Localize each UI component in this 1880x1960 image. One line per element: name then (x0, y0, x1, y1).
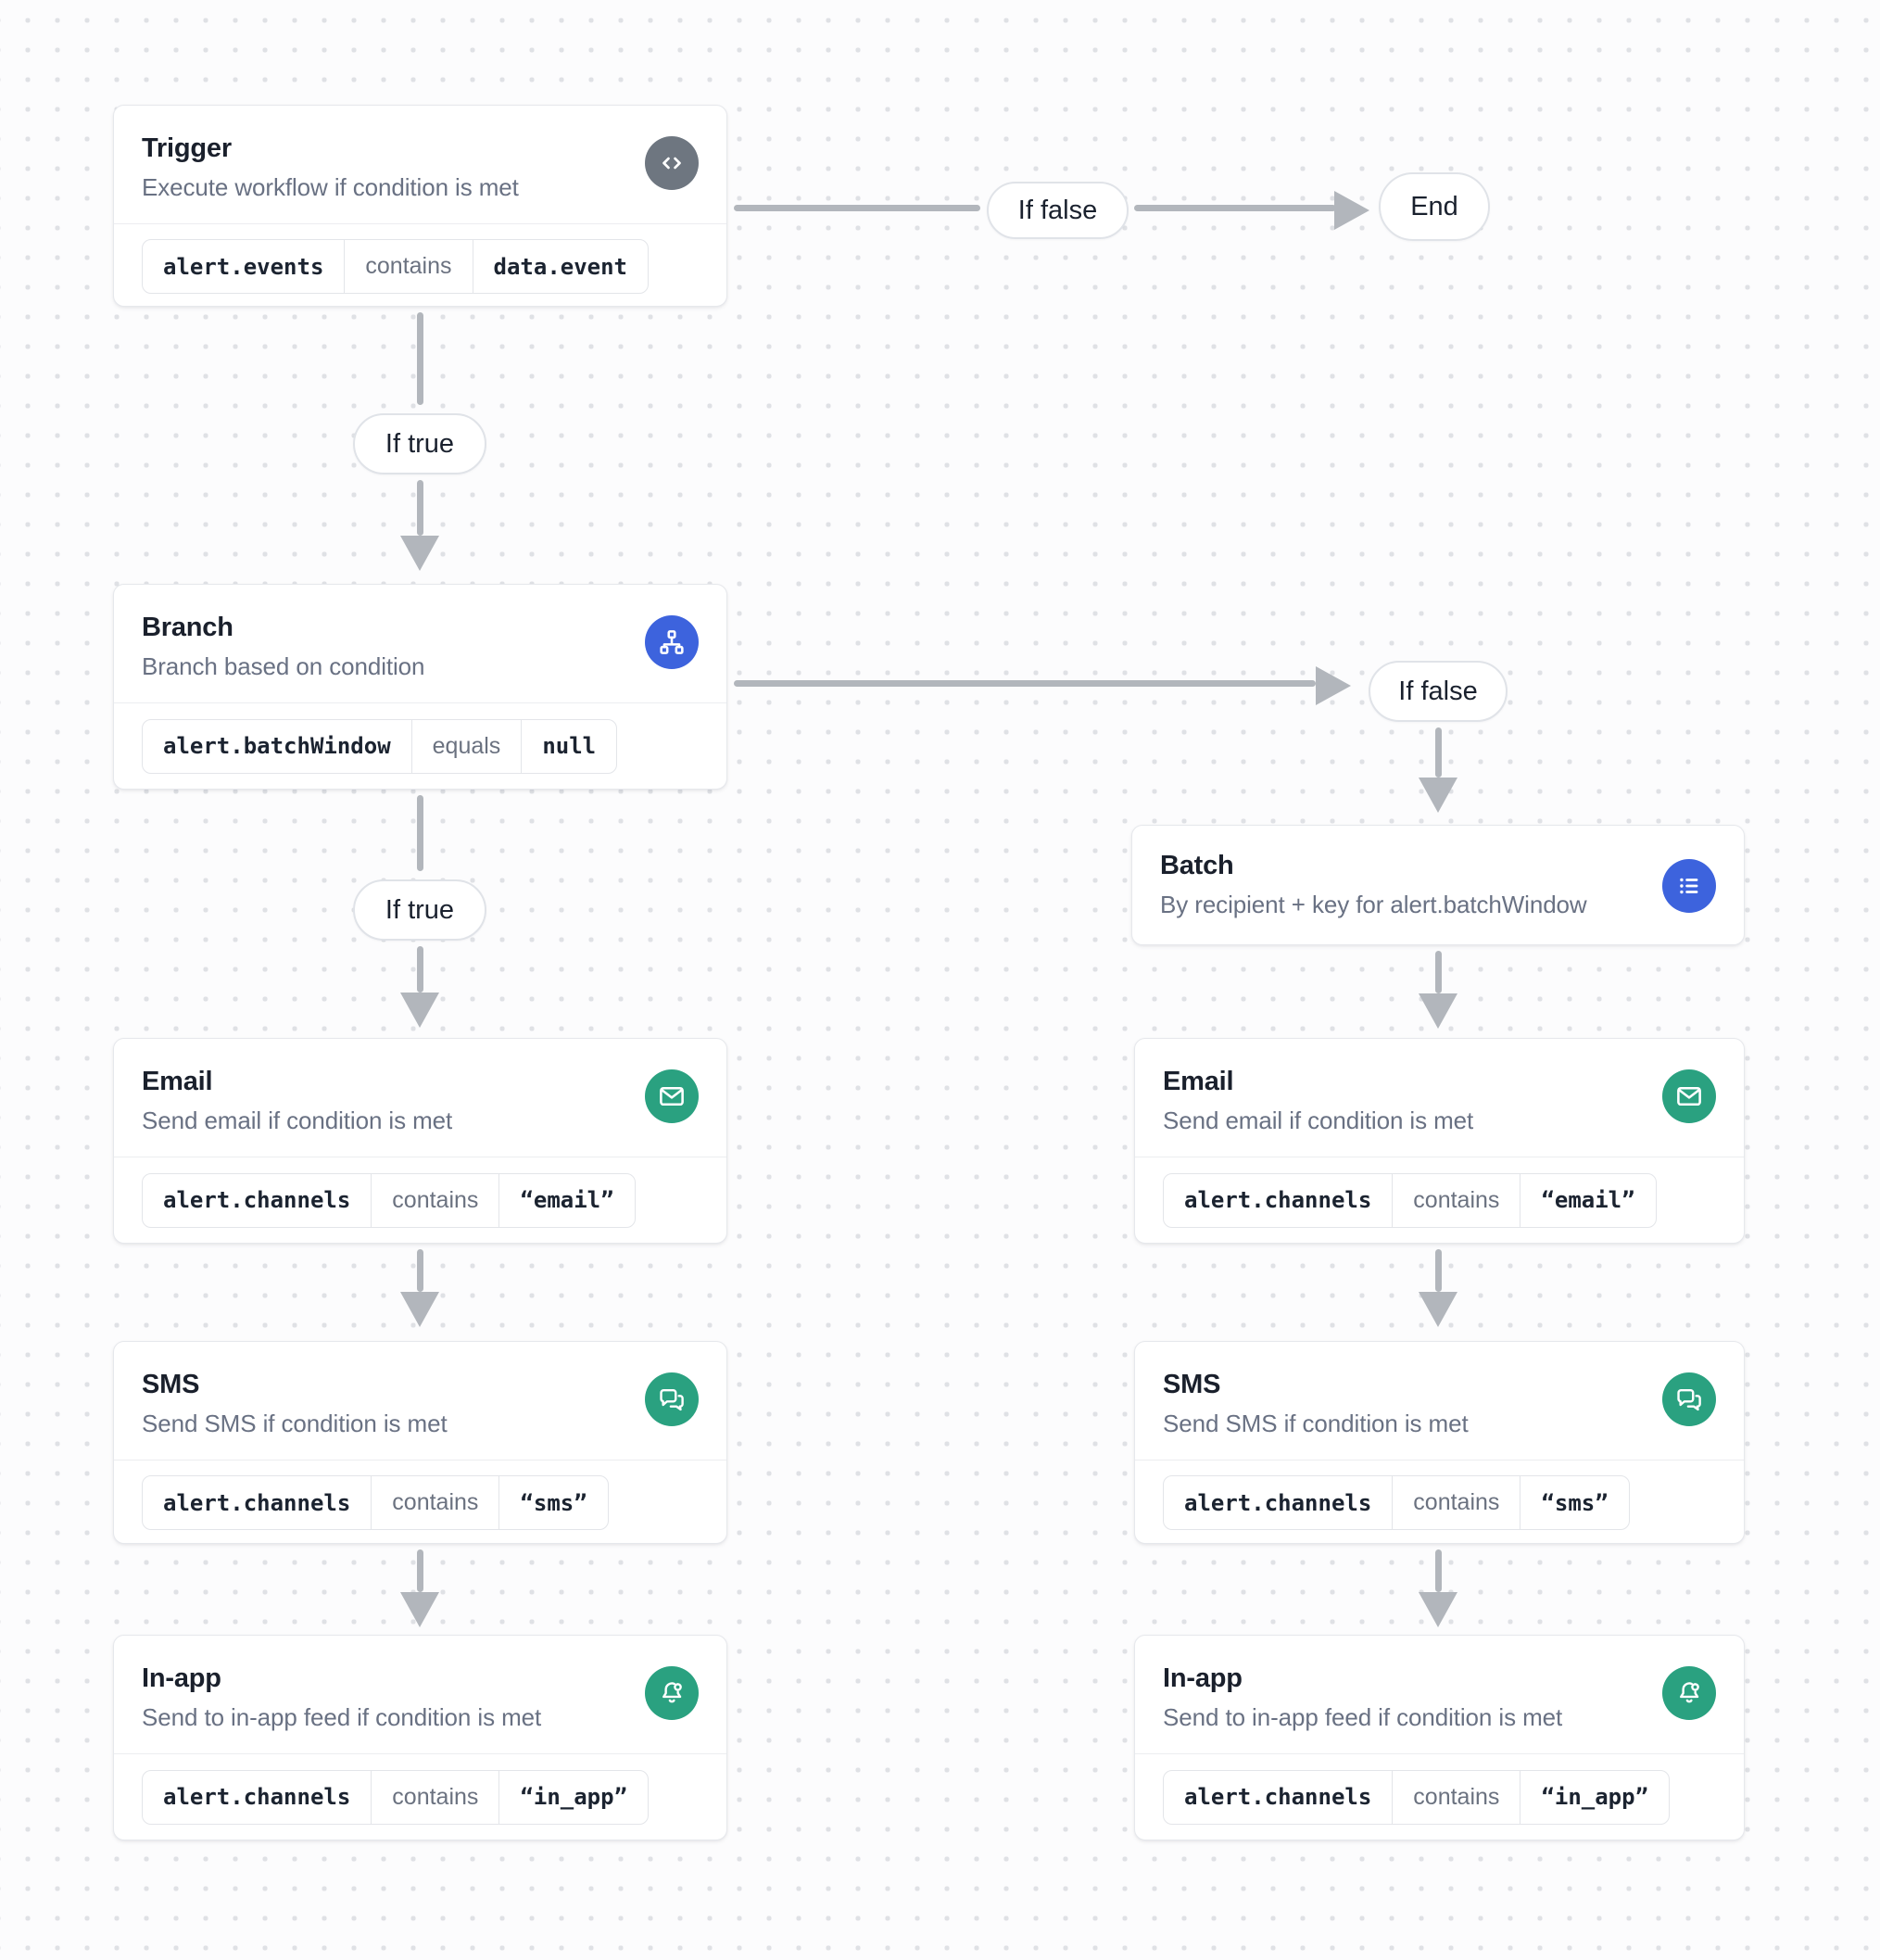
code-icon (645, 136, 699, 190)
branch-node[interactable]: Branch Branch based on condition alert.b… (113, 584, 727, 790)
inapp-condition-pill: alert.channels contains “in_app” (1163, 1769, 1671, 1825)
arrowhead-to-sms-right (1419, 1292, 1457, 1327)
edge-sms-to-inapp-left (417, 1549, 423, 1592)
edge-iftrue-to-branch (417, 480, 423, 536)
edge-trigger-to-iffalse (734, 205, 980, 211)
edge-iftrue2-to-email (417, 946, 423, 993)
edge-branch-to-iffalse (734, 680, 1316, 687)
condition-operator: equals (410, 719, 522, 773)
condition-field: alert.channels (1184, 1489, 1372, 1516)
list-icon (1662, 859, 1716, 913)
email-condition-pill: alert.channels contains “email” (142, 1172, 636, 1228)
condition-field: alert.channels (163, 1187, 351, 1213)
batch-title: Batch (1160, 851, 1234, 880)
inapp-subtitle: Send to in-app feed if condition is met (142, 1703, 542, 1731)
edge-email-to-sms-right (1435, 1249, 1442, 1292)
arrowhead-to-inapp-left (400, 1592, 439, 1627)
trigger-subtitle: Execute workflow if condition is met (142, 173, 519, 201)
condition-operator: contains (344, 240, 472, 293)
condition-value: “in_app” (1520, 1770, 1669, 1824)
condition-field: alert.events (163, 253, 324, 280)
sms-title: SMS (1163, 1370, 1221, 1399)
inapp-subtitle: Send to in-app feed if condition is met (1163, 1703, 1563, 1731)
condition-value: “email” (498, 1173, 634, 1227)
email-condition-pill: alert.channels contains “email” (1163, 1172, 1657, 1228)
chat-bubbles-icon (645, 1372, 699, 1426)
condition-field: alert.channels (163, 1784, 351, 1810)
inapp-title: In-app (142, 1663, 221, 1693)
condition-field: alert.channels (163, 1489, 351, 1516)
end-node: End (1379, 172, 1490, 241)
bell-icon (1662, 1666, 1716, 1720)
inapp-node-right[interactable]: In-app Send to in-app feed if condition … (1134, 1635, 1745, 1840)
sms-title: SMS (142, 1370, 200, 1399)
email-title: Email (1163, 1067, 1234, 1096)
condition-field: alert.channels (1184, 1187, 1372, 1213)
condition-value: “email” (1520, 1173, 1655, 1227)
bell-icon (645, 1666, 699, 1720)
edge-label-if-true-branch: If true (353, 879, 486, 941)
inapp-node-left[interactable]: In-app Send to in-app feed if condition … (113, 1635, 727, 1840)
edge-iffalse-to-batch (1435, 727, 1442, 778)
arrowhead-to-email-left (400, 993, 439, 1028)
edge-iffalse-to-end (1134, 205, 1336, 211)
condition-field: alert.batchWindow (163, 733, 391, 759)
sitemap-icon (645, 615, 699, 669)
condition-operator: contains (371, 1770, 498, 1824)
edge-branch-to-iftrue2 (417, 795, 423, 871)
arrowhead-to-branch (400, 536, 439, 571)
arrowhead-to-inapp-right (1419, 1592, 1457, 1627)
sms-subtitle: Send SMS if condition is met (142, 1410, 448, 1437)
trigger-title: Trigger (142, 133, 232, 163)
chat-bubbles-icon (1662, 1372, 1716, 1426)
inapp-condition-pill: alert.channels contains “in_app” (142, 1769, 650, 1825)
branch-title: Branch (142, 613, 233, 642)
edge-label-if-false-branch: If false (1369, 661, 1508, 722)
edge-label-if-false-top: If false (987, 182, 1129, 239)
arrowhead-to-sms-left (400, 1292, 439, 1327)
edge-label-if-true-top: If true (353, 413, 486, 474)
sms-condition-pill: alert.channels contains “sms” (1163, 1475, 1630, 1530)
sms-subtitle: Send SMS if condition is met (1163, 1410, 1469, 1437)
branch-condition-pill: alert.batchWindow equals null (142, 718, 618, 774)
arrowhead-to-email-right (1419, 993, 1457, 1029)
arrowhead-to-batch (1419, 778, 1457, 813)
condition-value: data.event (472, 240, 648, 293)
condition-field: alert.channels (1184, 1784, 1372, 1810)
condition-operator: contains (1392, 1476, 1520, 1529)
condition-value: “in_app” (498, 1770, 648, 1824)
sms-node-right[interactable]: SMS Send SMS if condition is met alert.c… (1134, 1341, 1745, 1544)
condition-operator: contains (371, 1476, 498, 1529)
branch-subtitle: Branch based on condition (142, 652, 425, 680)
envelope-icon (645, 1069, 699, 1123)
condition-value: null (521, 719, 616, 773)
condition-operator: contains (371, 1173, 498, 1227)
email-subtitle: Send email if condition is met (142, 1106, 453, 1134)
batch-subtitle: By recipient + key for alert.batchWindow (1160, 891, 1587, 918)
email-title: Email (142, 1067, 213, 1096)
email-node-left[interactable]: Email Send email if condition is met ale… (113, 1038, 727, 1244)
trigger-condition-pill: alert.events contains data.event (142, 239, 650, 294)
edge-trigger-to-iftrue (417, 312, 423, 405)
inapp-title: In-app (1163, 1663, 1243, 1693)
edge-email-to-sms-left (417, 1249, 423, 1292)
sms-condition-pill: alert.channels contains “sms” (142, 1475, 609, 1530)
condition-operator: contains (1392, 1770, 1520, 1824)
trigger-node[interactable]: Trigger Execute workflow if condition is… (113, 105, 727, 307)
condition-value: “sms” (1520, 1476, 1628, 1529)
edge-batch-to-email (1435, 951, 1442, 993)
email-node-right[interactable]: Email Send email if condition is met ale… (1134, 1038, 1745, 1244)
arrowhead-to-iffalse (1316, 666, 1351, 705)
batch-node[interactable]: Batch By recipient + key for alert.batch… (1131, 825, 1745, 945)
edge-sms-to-inapp-right (1435, 1549, 1442, 1592)
arrowhead-to-end (1334, 191, 1369, 230)
sms-node-left[interactable]: SMS Send SMS if condition is met alert.c… (113, 1341, 727, 1544)
email-subtitle: Send email if condition is met (1163, 1106, 1474, 1134)
condition-value: “sms” (498, 1476, 607, 1529)
envelope-icon (1662, 1069, 1716, 1123)
condition-operator: contains (1392, 1173, 1520, 1227)
